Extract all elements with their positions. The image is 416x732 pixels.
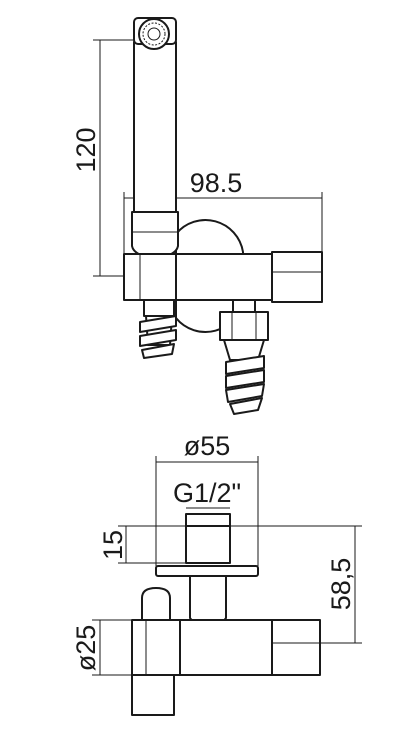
handshower-collar (131, 211, 179, 259)
hex-nut (185, 525, 231, 564)
lower-hose-connector (219, 299, 269, 415)
dimension-diameter-25: ø25 (71, 619, 132, 676)
thread-nut (185, 513, 231, 527)
wall-plate-edge (155, 565, 259, 577)
handshower-head (133, 17, 177, 213)
valve-body-front (131, 619, 321, 676)
side-elevation-view: 120 98.5 (71, 17, 323, 415)
dimension-58-5: 58,5 (230, 525, 362, 644)
dimension-15: 15 (98, 525, 186, 564)
dimension-15-label: 15 (98, 530, 128, 560)
dimension-120: 120 (71, 39, 138, 277)
holder-knob (141, 587, 171, 621)
valve-body-side (123, 251, 323, 303)
left-hose-connector (139, 299, 177, 359)
thread-label: G1/2" (173, 478, 241, 508)
dimension-diameter-55: ø55 (155, 431, 259, 566)
dimension-98-5-label: 98.5 (190, 168, 243, 198)
front-elevation-view: ø55 G1/2" 15 58,5 ø25 (71, 431, 362, 716)
dimension-58-5-label: 58,5 (326, 558, 356, 611)
dimension-thread: G1/2" (173, 478, 241, 509)
dimension-diameter-25-label: ø25 (71, 625, 101, 672)
dimension-diameter-55-label: ø55 (184, 431, 231, 461)
dimension-120-label: 120 (71, 127, 101, 172)
handshower-stem-lower (131, 674, 175, 716)
